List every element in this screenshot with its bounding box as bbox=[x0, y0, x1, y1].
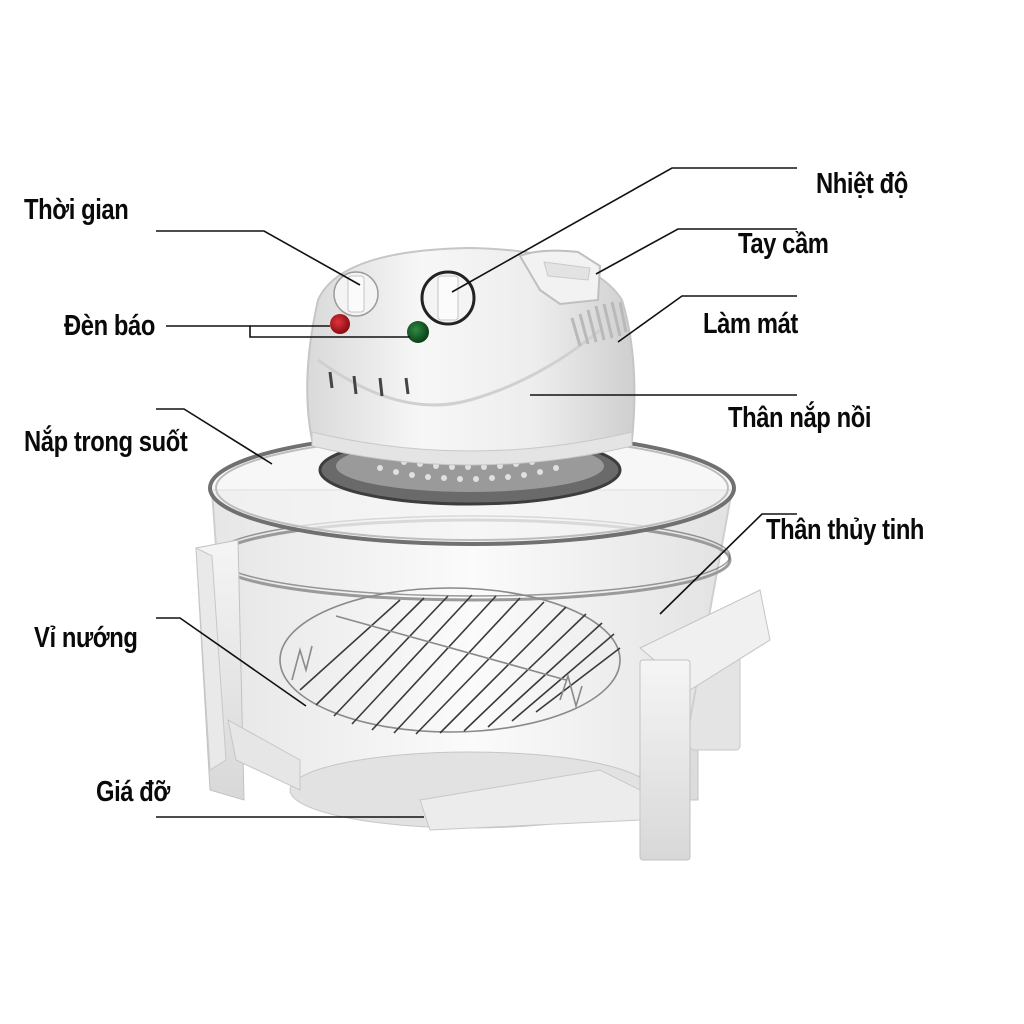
lid-head-unit bbox=[306, 246, 636, 466]
label-than-thuy-tinh: Thân thủy tinh bbox=[766, 514, 925, 546]
label-thoi-gian: Thời gian bbox=[24, 194, 129, 226]
leader-den-bao bbox=[166, 325, 410, 338]
leader-lines bbox=[156, 167, 797, 818]
label-than-nap-noi: Thân nắp nồi bbox=[728, 402, 872, 434]
green-indicator-light bbox=[407, 321, 429, 343]
leader-thoi-gian bbox=[156, 230, 361, 286]
label-tay-cam: Tay cầm bbox=[738, 228, 829, 260]
grill-rack bbox=[279, 587, 621, 735]
label-nap-trong-suot: Nắp trong suốt bbox=[24, 426, 188, 458]
label-gia-do: Giá đỡ bbox=[96, 776, 170, 808]
label-den-bao: Đèn báo bbox=[64, 310, 155, 342]
leader-nhiet-do bbox=[451, 167, 797, 293]
leader-nap-trong-suot bbox=[156, 408, 273, 465]
red-indicator-light bbox=[330, 314, 350, 334]
stand-front bbox=[195, 539, 771, 861]
leader-tay-cam bbox=[595, 228, 797, 275]
leader-lam-mat bbox=[617, 295, 797, 343]
label-nhiet-do: Nhiệt độ bbox=[816, 168, 908, 200]
leader-than-thuy-tinh bbox=[659, 513, 797, 615]
leader-vi-nuong bbox=[156, 617, 307, 707]
label-lam-mat: Làm mát bbox=[703, 308, 798, 340]
label-vi-nuong: Vỉ nướng bbox=[34, 622, 138, 654]
